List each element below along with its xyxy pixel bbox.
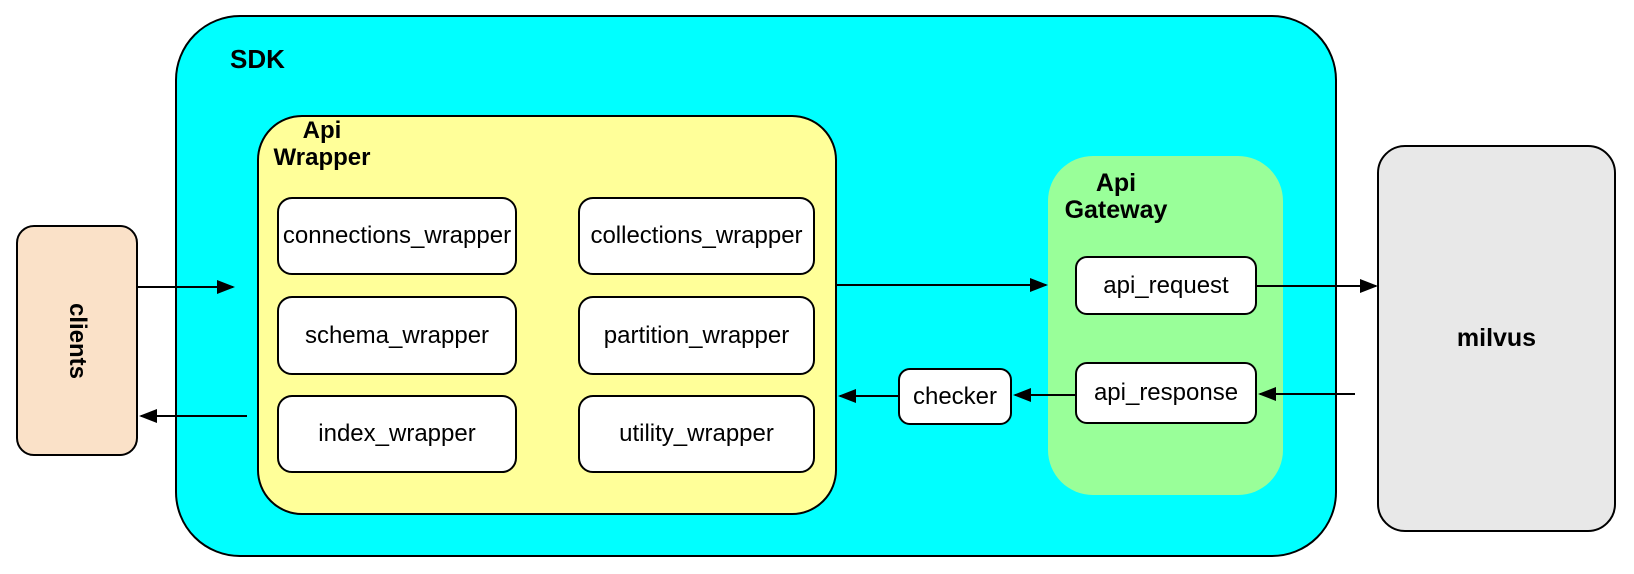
node-api-response: api_response	[1075, 362, 1257, 424]
node-milvus: milvus	[1377, 145, 1616, 532]
node-checker: checker	[898, 368, 1012, 425]
node-index-wrapper: index_wrapper	[277, 395, 517, 473]
api-wrapper-label: Api Wrapper	[262, 117, 382, 171]
node-api-request: api_request	[1075, 256, 1257, 315]
api-wrapper-label-line2: Wrapper	[273, 144, 371, 171]
node-clients: clients	[16, 225, 138, 456]
node-collections-wrapper: collections_wrapper	[578, 197, 815, 275]
node-schema-wrapper: schema_wrapper	[277, 296, 517, 375]
api-gateway-label-line2: Gateway	[1064, 196, 1168, 224]
node-connections-wrapper: connections_wrapper	[277, 197, 517, 275]
clients-label: clients	[64, 302, 91, 379]
milvus-label: milvus	[1456, 324, 1537, 352]
node-partition-wrapper: partition_wrapper	[578, 296, 815, 375]
sdk-label: SDK	[230, 44, 285, 74]
api-gateway-label: Api Gateway	[1056, 170, 1176, 224]
api-gateway-label-line1: Api	[1095, 169, 1137, 197]
api-wrapper-label-line1: Api	[302, 117, 342, 144]
node-utility-wrapper: utility_wrapper	[578, 395, 815, 473]
api-gateway-container	[1048, 156, 1283, 495]
